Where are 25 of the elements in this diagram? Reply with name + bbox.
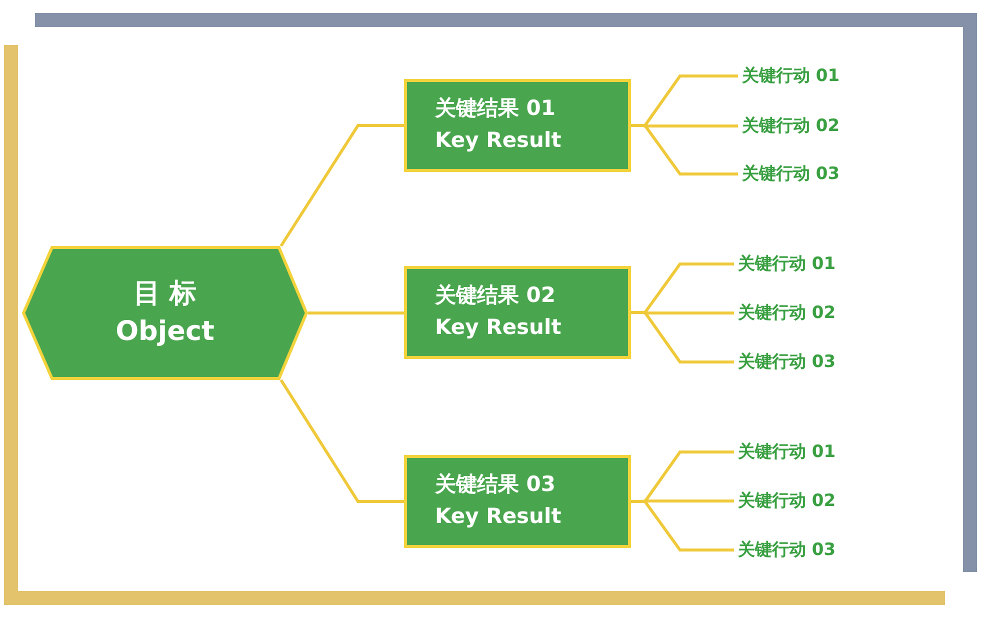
key-result-text: Key Result xyxy=(435,314,562,341)
key-action-label: 关键行动 01 xyxy=(738,441,836,463)
key-action-label: 关键行动 02 xyxy=(742,115,840,137)
key-result-text: 关键结果 01 xyxy=(435,95,557,122)
key-action-label: 关键行动 03 xyxy=(738,539,836,561)
key-action-label: 关键行动 03 xyxy=(738,351,836,373)
key-action-label: 关键行动 02 xyxy=(738,490,836,512)
key-result-text: Key Result xyxy=(435,503,562,530)
connector-line xyxy=(308,312,404,314)
connector-line xyxy=(631,500,734,552)
key-action-label: 关键行动 01 xyxy=(738,253,836,275)
key-action-label: 关键行动 01 xyxy=(742,65,840,87)
key-action-label: 关键行动 03 xyxy=(742,163,840,185)
key-result-box xyxy=(404,266,631,359)
key-result-text: 关键结果 03 xyxy=(435,471,557,498)
objective-text: 目 标 xyxy=(133,277,197,311)
key-result-box xyxy=(404,79,631,172)
key-result-box xyxy=(404,455,631,548)
objective-hexagon xyxy=(22,246,308,380)
key-result-text: Key Result xyxy=(435,127,562,154)
key-result-text: 关键结果 02 xyxy=(435,282,557,309)
objective-text: Object xyxy=(116,315,214,349)
connector-line xyxy=(280,379,404,503)
connector-line xyxy=(280,124,404,247)
key-action-label: 关键行动 02 xyxy=(738,302,836,324)
